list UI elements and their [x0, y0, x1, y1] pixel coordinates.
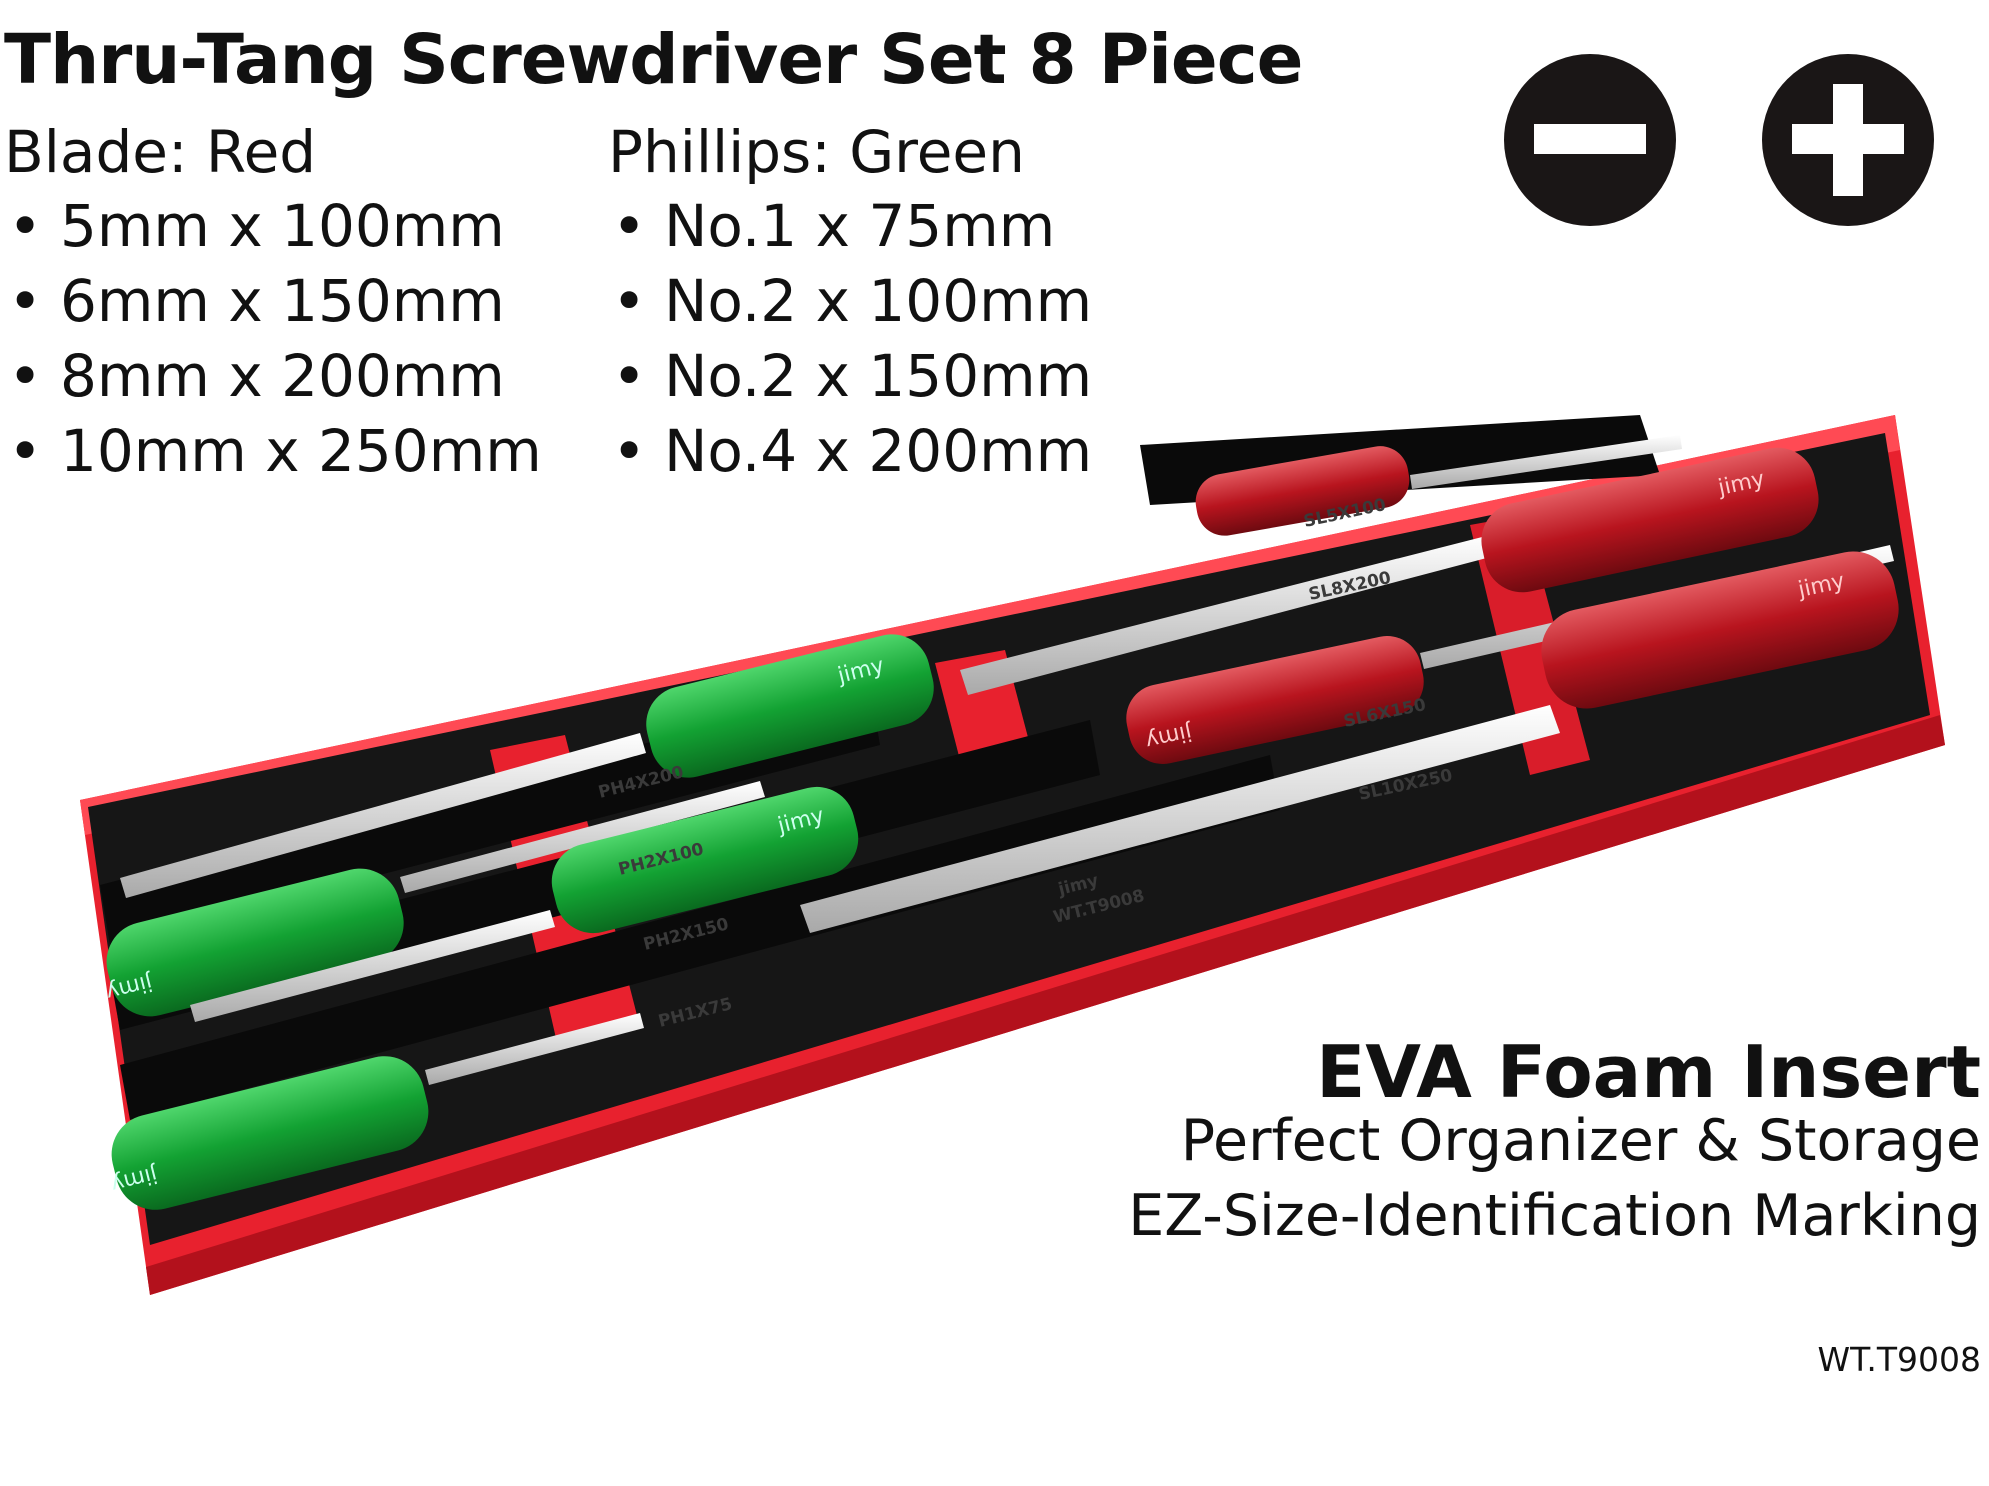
feature-line: Perfect Organizer & Storage — [1180, 1108, 1981, 1174]
page-title: Thru-Tang Screwdriver Set 8 Piece — [4, 20, 1303, 100]
tip-type-icons — [1504, 54, 1934, 226]
phillips-tip-icon — [1762, 54, 1934, 226]
list-item: No.1 x 75mm — [612, 192, 1092, 267]
phillips-size-list: No.1 x 75mm No.2 x 100mm No.2 x 150mm No… — [612, 192, 1092, 492]
screwdriver-sl10x250: jimy — [800, 551, 1899, 933]
screwdriver-ph4x200: jimy — [120, 634, 934, 898]
list-item: No.2 x 100mm — [612, 267, 1092, 342]
feature-title: EVA Foam Insert — [1316, 1030, 1981, 1114]
screwdriver-ph1x75: jimy — [108, 1013, 644, 1210]
slotted-tip-icon — [1504, 54, 1676, 226]
list-item: 6mm x 150mm — [8, 267, 542, 342]
blade-heading: Blade: Red — [4, 118, 317, 186]
list-item: No.4 x 200mm — [612, 417, 1092, 492]
list-item: 8mm x 200mm — [8, 342, 542, 417]
model-number: WT.T9008 — [1817, 1340, 1981, 1379]
blade-size-list: 5mm x 100mm 6mm x 150mm 8mm x 200mm 10mm… — [8, 192, 542, 492]
screwdriver-ph2x150: jimy — [190, 786, 859, 1022]
list-item: 10mm x 250mm — [8, 417, 542, 492]
list-item: No.2 x 150mm — [612, 342, 1092, 417]
list-item: 5mm x 100mm — [8, 192, 542, 267]
phillips-heading: Phillips: Green — [608, 118, 1025, 186]
screwdriver-ph2x100: jimy — [103, 781, 765, 1017]
screwdriver-sl8x200: jimy — [960, 447, 1819, 695]
screwdriver-sl5x100 — [1195, 435, 1682, 536]
feature-line: EZ-Size-Identification Marking — [1128, 1183, 1981, 1249]
foam-tray-illustration: jimy jimy jimy jimy jimy jimy jimy PH4X2… — [80, 415, 1945, 1295]
